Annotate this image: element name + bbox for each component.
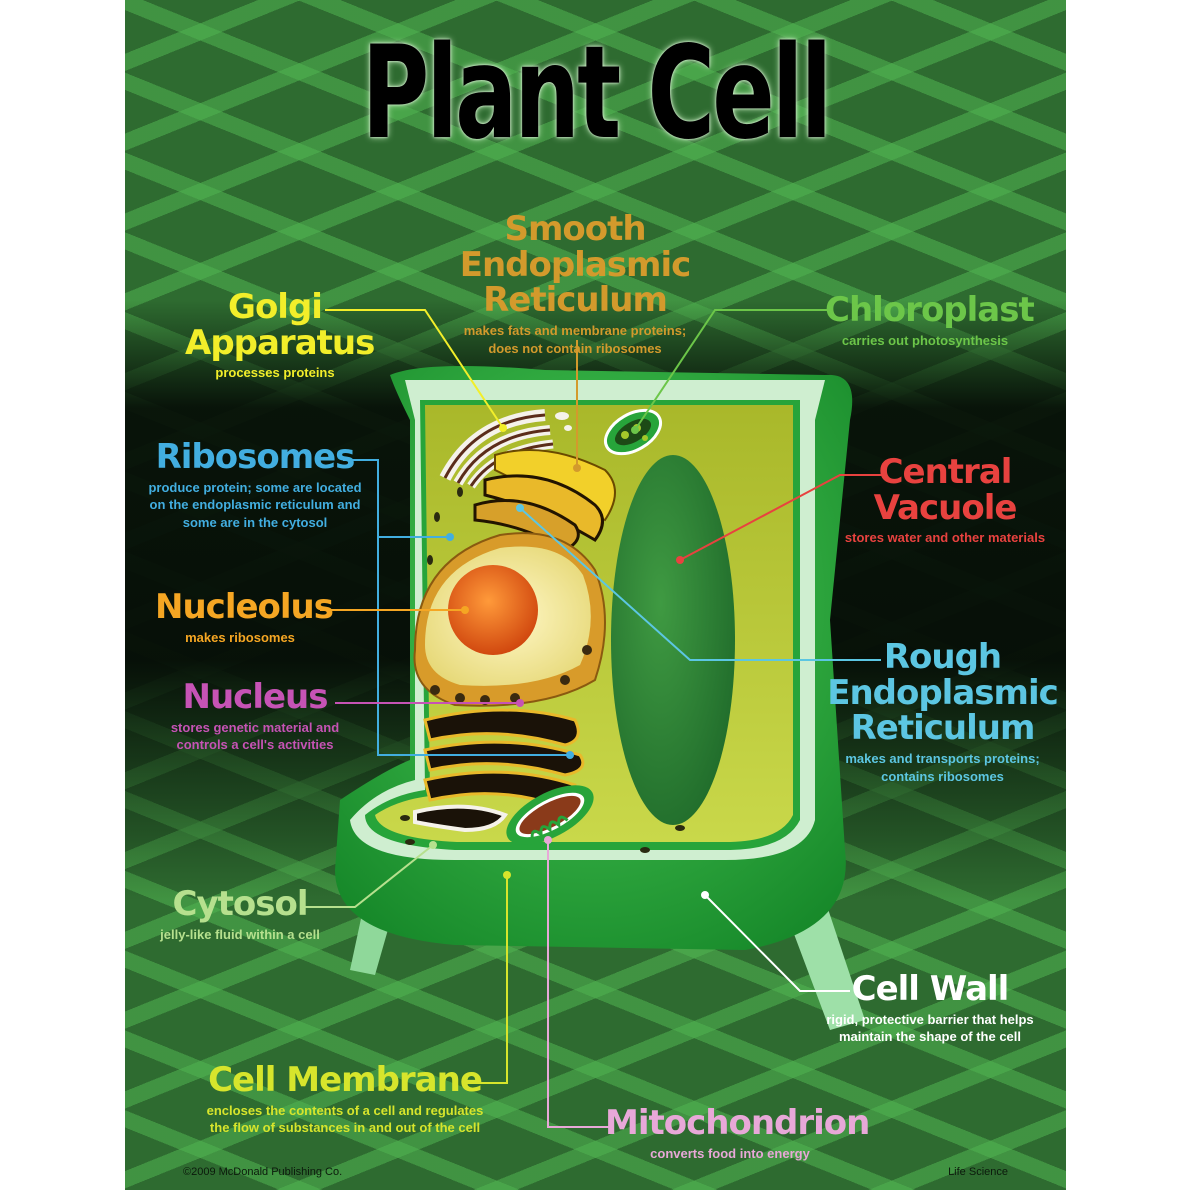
mitochondrion-leader-line — [547, 840, 613, 1128]
label-central-vacuole: Central Vacuole stores water and other m… — [844, 452, 1046, 546]
mitochondrion — [506, 785, 594, 845]
label-nucleolus: Nucleolus makes ribosomes — [155, 587, 334, 645]
ribosomes — [400, 487, 685, 853]
golgi-leader-line — [325, 309, 504, 429]
copyright-footer: ©2009 McDonald Publishing Co. — [183, 1166, 343, 1178]
cell-wall-leader-line — [704, 894, 850, 992]
label-smooth-er: Smooth Endoplasmic Reticulum makes fats … — [459, 209, 692, 356]
label-cell-wall: Cell Wall rigid, protective barrier that… — [826, 969, 1034, 1045]
label-nucleus: Nucleus stores genetic material and cont… — [170, 677, 340, 753]
label-rough-er: Rough Endoplasmic Reticulum makes and tr… — [827, 637, 1059, 784]
cell-wall-leg-right — [785, 900, 865, 1030]
label-cytosol: Cytosol jelly-like fluid within a cell — [160, 884, 320, 942]
cell-illustration — [300, 309, 882, 1128]
central-vacuole — [611, 455, 735, 825]
label-cell-membrane: Cell Membrane encloses the contents of a… — [206, 1060, 484, 1136]
rough-er-leader-line — [519, 507, 881, 661]
cell-membrane-leader-line — [467, 875, 508, 1084]
poster-title: Plant Cell — [361, 19, 832, 168]
plant-cell-poster: Plant Cell — [125, 0, 1066, 1190]
nucleolus — [448, 565, 538, 655]
smooth-endoplasmic-reticulum — [473, 449, 616, 552]
central-vacuole-leader-line — [679, 474, 882, 561]
chloroplast-leader-line — [634, 309, 833, 431]
label-chloroplast: Chloroplast carries out photosynthesis — [825, 290, 1035, 348]
ribosomes-leader-line — [343, 459, 450, 538]
label-golgi-apparatus: Golgi Apparatus processes proteins — [185, 287, 375, 381]
label-ribosomes: Ribosomes produce protein; some are loca… — [148, 437, 362, 530]
label-mitochondrion: Mitochondrion converts food into energy — [605, 1103, 870, 1161]
subject-footer: Life Science — [948, 1166, 1008, 1178]
cytosol-leader-line — [300, 844, 434, 908]
